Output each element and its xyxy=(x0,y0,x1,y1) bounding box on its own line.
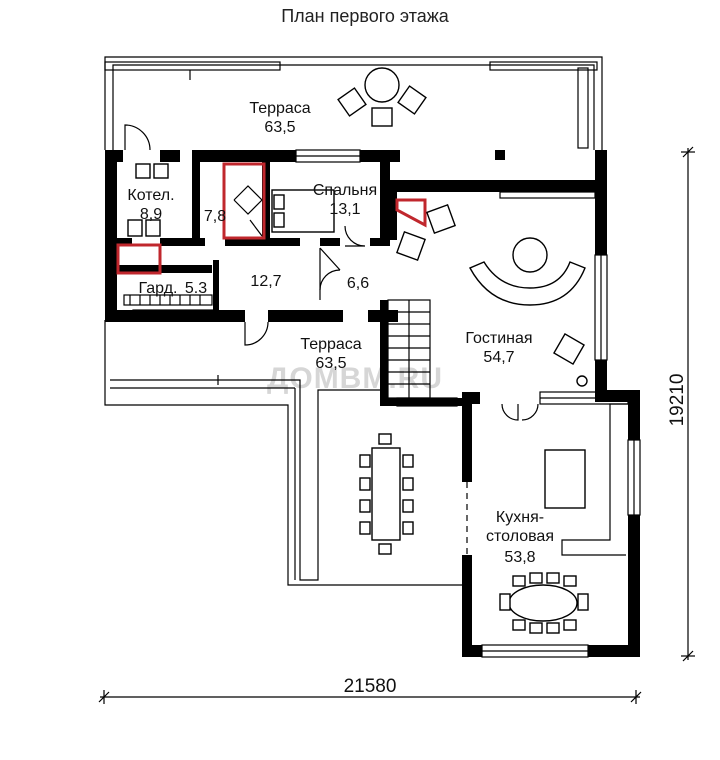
height-value: 19210 xyxy=(667,374,688,427)
kitchen-furniture xyxy=(499,403,628,634)
room-area: 13,1 xyxy=(329,201,360,218)
room-name-line2: столовая xyxy=(486,528,554,545)
room-kitchen: Кухня- столовая 53,8 xyxy=(486,509,554,566)
height-dimension: 19210 xyxy=(667,146,695,662)
room-area: 12,7 xyxy=(250,273,281,290)
sofa-and-table xyxy=(396,204,588,387)
room-name: Кухня- xyxy=(496,509,544,526)
room-area: 5.3 xyxy=(185,280,207,297)
width-value: 21580 xyxy=(344,676,397,697)
room-area: 63,5 xyxy=(264,119,295,136)
room-terrace-mid: Терраса 63,5 xyxy=(300,336,361,372)
windows xyxy=(132,149,641,658)
terrace-table-set xyxy=(337,67,427,127)
walls xyxy=(105,150,640,657)
room-boiler: Котел. 8,9 xyxy=(127,187,174,223)
doors xyxy=(124,124,539,555)
room-hall: 12,7 xyxy=(250,273,281,290)
terrace-mid-outline xyxy=(104,320,468,586)
bed xyxy=(271,189,335,233)
room-name: Гард. xyxy=(139,280,178,297)
boiler-equipment xyxy=(127,163,169,237)
room-closet: 6,6 xyxy=(347,275,369,292)
room-area: 54,7 xyxy=(483,349,514,366)
room-name: Котел. xyxy=(127,187,174,204)
room-area: 8,9 xyxy=(140,206,162,223)
terrace-dining-set xyxy=(359,433,414,555)
terrace-top-outline xyxy=(104,56,603,150)
room-name: Гостиная xyxy=(465,330,532,347)
room-terrace-top: Терраса 63,5 xyxy=(249,100,310,136)
room-bath: 7,8 xyxy=(204,208,226,225)
room-area: 63,5 xyxy=(315,355,346,372)
room-living: Гостиная 54,7 xyxy=(465,330,532,366)
wardrobe-fittings xyxy=(116,243,213,306)
staircase xyxy=(387,299,431,399)
room-area: 7,8 xyxy=(204,208,226,225)
room-area: 53,8 xyxy=(504,549,535,566)
plan-title: План первого этажа xyxy=(281,6,450,26)
room-bedroom: Спальня 13,1 xyxy=(313,182,377,218)
room-wardrobe: Гард. 5.3 xyxy=(139,280,208,297)
width-dimension: 21580 xyxy=(98,676,642,704)
room-name: Терраса xyxy=(249,100,310,117)
room-area: 6,6 xyxy=(347,275,369,292)
room-name: Терраса xyxy=(300,336,361,353)
room-name: Спальня xyxy=(313,182,377,199)
fireplace xyxy=(395,198,427,228)
shower-cabin xyxy=(222,162,266,240)
